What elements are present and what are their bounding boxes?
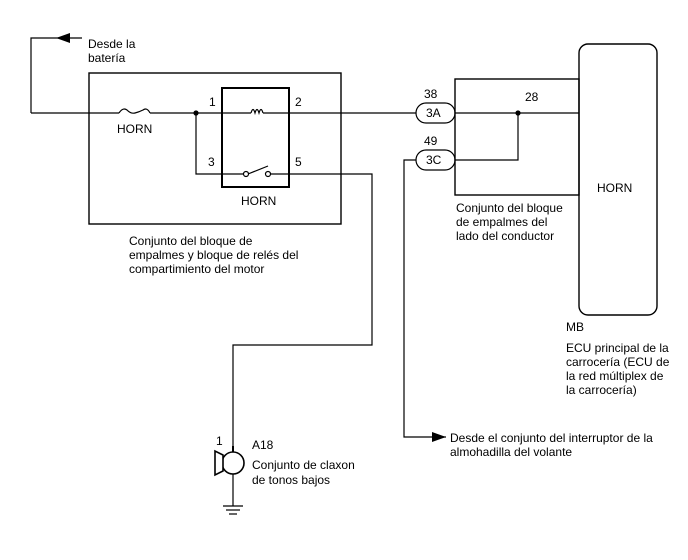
battery-label-line2: batería — [88, 51, 126, 65]
relay-block-outline — [88, 72, 342, 225]
relay-pin-1: 1 — [209, 95, 216, 109]
connector-3c-pin: 49 — [424, 134, 438, 148]
horn-caption-2: de tonos bajos — [252, 473, 330, 487]
horn-bell-icon — [214, 449, 224, 477]
ecu-caption-3: la red múltiplex de — [566, 369, 664, 383]
relay-pin-5: 5 — [295, 155, 302, 169]
connector-3a-pin: 38 — [424, 87, 438, 101]
driver-junction-block: 3A 38 3C 49 Conjunto del bloque de empal… — [415, 78, 580, 243]
battery-feed: Desde la batería — [30, 33, 136, 113]
engine-relay-block: HORN 1 2 3 5 HORN Conjunto del bloque de… — [31, 72, 342, 276]
driver-block-outline — [454, 78, 580, 196]
switch-contact-left — [242, 170, 250, 178]
relay-pin-3: 3 — [208, 155, 215, 169]
relay-block-caption-1: Conjunto del bloque de — [129, 234, 253, 248]
ground-icon — [223, 505, 243, 515]
ecu-main-body: 28 HORN MB ECU principal de la carrocerí… — [525, 43, 670, 397]
relay-pin-2: 2 — [295, 95, 302, 109]
ecu-pin: 28 — [525, 90, 539, 104]
ecu-label: HORN — [597, 181, 632, 195]
switch-contact-right — [264, 170, 272, 178]
relay-block-caption-2: empalmes y bloque de relés del — [129, 248, 298, 262]
driver-block-caption-2: de empalmes del — [456, 215, 547, 229]
low-horn-assembly: 1 A18 Conjunto de claxon de tonos bajos — [214, 434, 355, 515]
coil-icon — [250, 108, 264, 116]
horn-pin: 1 — [216, 434, 223, 448]
battery-label-line1: Desde la — [88, 37, 136, 51]
switch-label-line1: Desde el conjunto del interruptor de la — [450, 431, 653, 445]
connector-3a-label: 3A — [426, 106, 441, 120]
driver-block-caption-1: Conjunto del bloque — [456, 201, 563, 215]
relay-outline — [221, 87, 290, 188]
relay-label: HORN — [241, 194, 276, 208]
ecu-caption-4: la carrocería) — [566, 383, 637, 397]
battery-arrow-icon — [56, 33, 70, 43]
switch-label-line2: almohadilla del volante — [450, 445, 572, 459]
ecu-caption-1: ECU principal de la — [566, 341, 669, 355]
ecu-code: MB — [566, 320, 584, 334]
fuse-label: HORN — [117, 122, 152, 136]
horn-circle — [221, 451, 245, 475]
wire-pin5-to-horn — [232, 173, 373, 446]
ecu-caption-2: carrocería (ECU de — [566, 355, 670, 369]
horn-code: A18 — [252, 438, 274, 452]
steering-switch-feed: Desde el conjunto del interruptor de la … — [403, 159, 653, 459]
horn-caption-1: Conjunto de claxon — [252, 458, 355, 472]
connector-3c-label: 3C — [426, 153, 442, 167]
driver-block-caption-3: lado del conductor — [456, 229, 554, 243]
ecu-outline — [578, 43, 658, 316]
fuse-icon — [118, 108, 151, 114]
switch-arrow-icon — [432, 432, 446, 442]
relay-block-caption-3: compartimiento del motor — [129, 262, 264, 276]
switch-blade-icon — [247, 165, 269, 175]
